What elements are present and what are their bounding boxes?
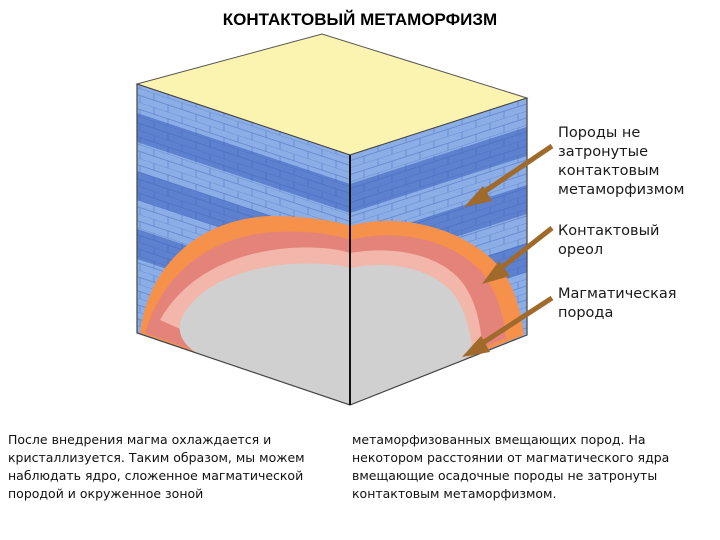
label-magmatic-rock: Магматическая порода — [558, 285, 677, 323]
label-contact-aureole: Контактовый ореол — [558, 222, 659, 260]
caption-left: После внедрения магма охлаждается и крис… — [8, 431, 308, 503]
label-unaffected-rock: Породы не затронутые контактовым метамор… — [558, 124, 685, 200]
caption-right: метаморфизованных вмещающих пород. На не… — [352, 431, 712, 503]
